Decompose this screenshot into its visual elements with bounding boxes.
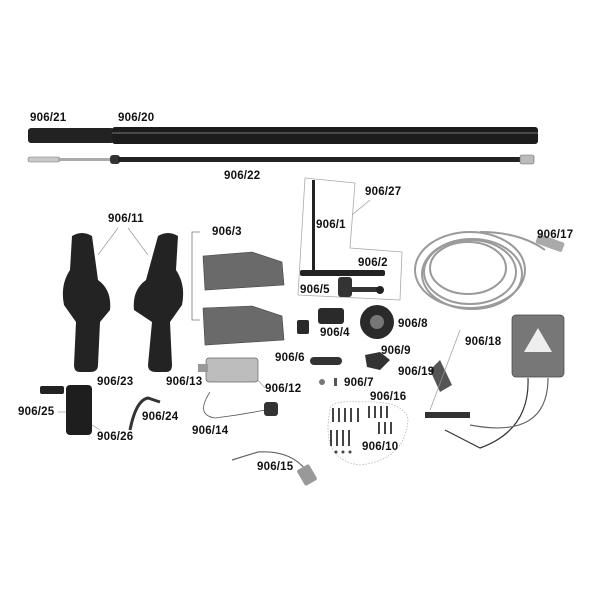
pinion-part bbox=[365, 352, 390, 370]
connector-cable-part bbox=[231, 451, 317, 486]
label-906-8: 906/8 bbox=[398, 318, 428, 330]
label-906-10: 906/10 bbox=[362, 441, 399, 453]
label-906-24: 906/24 bbox=[142, 411, 179, 423]
handle-shells-part bbox=[62, 233, 184, 372]
label-906-21: 906/21 bbox=[30, 112, 67, 124]
label-906-16: 906/16 bbox=[370, 391, 407, 403]
drive-rod-part bbox=[27, 154, 535, 165]
label-906-25: 906/25 bbox=[18, 406, 55, 418]
label-906-20: 906/20 bbox=[118, 112, 155, 124]
label-906-14: 906/14 bbox=[192, 425, 229, 437]
vertical-rod-part bbox=[312, 180, 315, 273]
label-906-15: 906/15 bbox=[257, 461, 294, 473]
battery-clamps-part bbox=[425, 360, 549, 449]
label-906-2: 906/2 bbox=[358, 257, 388, 269]
control-box-part bbox=[511, 314, 565, 378]
label-906-26: 906/26 bbox=[97, 431, 134, 443]
label-906-7: 906/7 bbox=[344, 377, 374, 389]
trigger-part bbox=[128, 396, 161, 431]
label-906-4: 906/4 bbox=[320, 327, 350, 339]
label-906-23: 906/23 bbox=[97, 376, 134, 388]
power-cable-part bbox=[414, 231, 546, 310]
label-906-1: 906/1 bbox=[316, 219, 346, 231]
screw-set-part bbox=[330, 406, 392, 454]
label-906-11: 906/11 bbox=[108, 213, 144, 225]
label-906-13: 906/13 bbox=[166, 376, 203, 388]
label-906-19: 906/19 bbox=[398, 366, 435, 378]
label-906-12: 906/12 bbox=[265, 383, 302, 395]
crown-gear-part bbox=[360, 305, 394, 339]
gear-housing-part bbox=[202, 251, 285, 346]
label-906-9: 906/9 bbox=[381, 345, 411, 357]
tube-part bbox=[28, 127, 538, 144]
label-906-27: 906/27 bbox=[365, 186, 402, 198]
label-906-6: 906/6 bbox=[275, 352, 305, 364]
label-906-5: 906/5 bbox=[300, 284, 330, 296]
screw-kit-outline bbox=[327, 401, 409, 466]
crank-part bbox=[338, 277, 384, 297]
label-906-17: 906/17 bbox=[537, 229, 574, 241]
assembly-outline bbox=[297, 177, 403, 301]
label-906-18: 906/18 bbox=[465, 336, 502, 348]
switch-wiring-part bbox=[203, 391, 278, 419]
motor-part bbox=[198, 357, 259, 383]
label-906-22: 906/22 bbox=[224, 170, 261, 182]
link-part bbox=[310, 357, 342, 365]
collar-part bbox=[40, 385, 92, 435]
label-906-3: 906/3 bbox=[212, 226, 242, 238]
bracket-part bbox=[297, 308, 344, 334]
crossbar-part bbox=[300, 270, 385, 276]
